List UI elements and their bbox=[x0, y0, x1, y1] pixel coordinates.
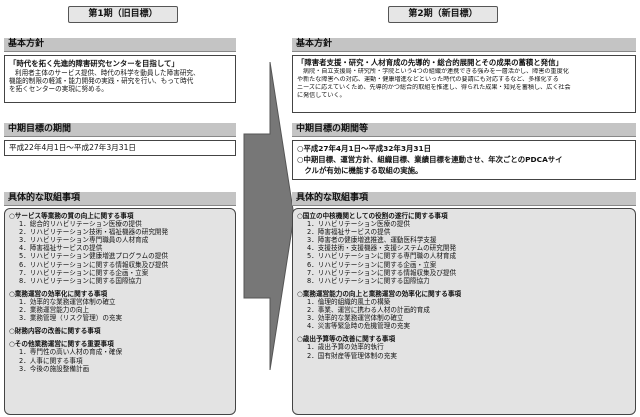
list-item: 1．総合的リハビリテーション医療の提供 bbox=[19, 220, 142, 229]
right-policy-line: や新たな障害への対応、運動・健康増進などといった時代の要請にも対応するなど、多様… bbox=[297, 76, 559, 84]
transition-arrow bbox=[243, 62, 295, 370]
right-period-heading: 中期目標の期間等 bbox=[292, 123, 636, 137]
right-initiatives-heading: 具体的な取組事項 bbox=[292, 192, 636, 206]
list-item: 4．災害等緊急時の危機管理の充実 bbox=[307, 322, 411, 331]
right-section-title: ○歳出予算等の改善に関する事項 bbox=[297, 335, 396, 344]
left-period-heading: 中期目標の期間 bbox=[4, 123, 236, 137]
list-item: 2．リハビリテーション技術・福祉機器の研究開発 bbox=[19, 228, 169, 237]
right-initiatives-box: ○国立の中核機関としての役割の遂行に関する事項 1．リハビリテーション医療の提供… bbox=[292, 208, 636, 415]
left-period-tag: 第1期（旧目標） bbox=[68, 6, 178, 23]
left-initiatives-heading: 具体的な取組事項 bbox=[4, 192, 236, 206]
list-item: 1．リハビリテーション医療の提供 bbox=[307, 220, 410, 229]
list-item: 3．今後の施設整備計画 bbox=[19, 364, 90, 373]
right-slogan: 「障害者支援・研究・人材育成の先導的・総合的展開とその成果の蓄積と発信」 bbox=[297, 58, 563, 67]
list-item: 5．リハビリテーションに関する専門職の人材育成 bbox=[307, 252, 457, 261]
list-item: 4．支援技術・支援機器・支援システムの研究開発 bbox=[307, 244, 457, 253]
left-period-box: 平成22年4月1日～平成27年3月31日 bbox=[4, 140, 236, 156]
list-item: 6．リハビリテーションに関する情報収集及び提供 bbox=[19, 260, 169, 269]
list-item: 1．倫理的組織的風土の構築 bbox=[307, 297, 391, 306]
list-item: 3．業務管理（リスク管理）の充実 bbox=[19, 314, 123, 323]
right-policy-line: に発信していく。 bbox=[297, 92, 346, 100]
right-period-line: ○平成27年4月1日～平成32年3月31日 bbox=[297, 144, 432, 153]
left-initiatives-box: ○サービス等業務の質の向上に関する事項 1．総合的リハビリテーション医療の提供 … bbox=[4, 208, 236, 415]
left-period-value: 平成22年4月1日～平成27年3月31日 bbox=[9, 143, 137, 152]
list-item: 1．専門性の高い人材の育成・確保 bbox=[19, 348, 123, 357]
left-section-title: ○業務運営の効率化に関する事項 bbox=[9, 289, 108, 298]
right-section-title: ○国立の中核機関としての役割の遂行に関する事項 bbox=[297, 212, 448, 220]
left-policy-line: 利用者主体のサービス提供、時代の科学を動員した障害研究、 bbox=[15, 69, 200, 77]
list-item: 8．リハビリテーションに関する国際協力 bbox=[307, 276, 430, 285]
list-item: 2．障害福祉サービスの提供 bbox=[307, 228, 391, 237]
right-period-line: クルが有効に機能する取組の実施。 bbox=[297, 166, 423, 175]
right-policy-line: ニーズに応えていくため、先導的かつ総合的取組を推進し、得られた成果・知見を蓄積し… bbox=[297, 84, 571, 92]
left-slogan: 「時代を拓く先進的障害研究センターを目指して」 bbox=[9, 59, 179, 68]
list-item: 2．人事に関する事項 bbox=[19, 356, 83, 365]
list-item: 2．国有財産等管理体制の充実 bbox=[307, 351, 397, 360]
list-item: 4．障害福祉サービスの提供 bbox=[19, 244, 103, 253]
right-basic-policy-heading: 基本方針 bbox=[292, 38, 636, 52]
right-period-box: ○平成27年4月1日～平成32年3月31日 ○中期目標、運営方針、組織目標、業績… bbox=[292, 140, 636, 180]
list-item: 1．歳出予算の効率的執行 bbox=[307, 343, 384, 352]
list-item: 6．リハビリテーションに関する企画・立案 bbox=[307, 260, 437, 269]
left-policy-line: を拓くセンターの実現に努める。 bbox=[9, 85, 108, 94]
list-item: 5．リハビリテーション健康増進プログラムの提供 bbox=[19, 252, 168, 261]
list-item: 2．事業、運営に携わる人材の計画的育成 bbox=[307, 306, 430, 315]
right-period-line: ○中期目標、運営方針、組織目標、業績目標を連動させ、年次ごとのPDCAサイ bbox=[297, 155, 563, 164]
right-policy-line: 病院・自立支援局・研究所・学院という4つの組織が連携できる強みを一層活かし、障害… bbox=[303, 68, 569, 75]
right-section-title: ○業務運営能力の向上と業務運営の効率化に関する事項 bbox=[297, 289, 462, 298]
right-period-tag: 第2期（新目標） bbox=[388, 6, 498, 23]
list-item: 1．効率的な業務運営体制の確立 bbox=[19, 297, 116, 306]
left-section-title: ○サービス等業務の質の向上に関する事項 bbox=[9, 212, 134, 220]
list-item: 3．リハビリテーション専門職員の人材育成 bbox=[19, 236, 149, 245]
list-item: 7．リハビリテーションに関する情報収集及び提供 bbox=[307, 268, 457, 277]
left-basic-policy-box: 「時代を拓く先進的障害研究センターを目指して」 利用者主体のサービス提供、時代の… bbox=[4, 55, 236, 103]
right-basic-policy-box: 「障害者支援・研究・人材育成の先導的・総合的展開とその成果の蓄積と発信」 病院・… bbox=[292, 55, 636, 113]
list-item: 3．効率的な業務運営体制の確立 bbox=[307, 314, 404, 323]
list-item: 7．リハビリテーションに関する企画・立案 bbox=[19, 268, 149, 277]
left-section-title: ○その他業務運営に関する重要事項 bbox=[9, 340, 114, 349]
left-policy-line: 機能的制限の軽減・能力開発の実践・研究を行い、もって時代 bbox=[9, 77, 194, 86]
list-item: 3．障害者の健康増進推進、運動医科学支援 bbox=[307, 236, 437, 245]
list-item: 2．業務運営能力の向上 bbox=[19, 306, 90, 315]
left-section-title: ○財務内容の改善に関する事項 bbox=[9, 327, 101, 336]
list-item: 8．リハビリテーションに関する国際協力 bbox=[19, 276, 142, 285]
left-basic-policy-heading: 基本方針 bbox=[4, 38, 236, 52]
